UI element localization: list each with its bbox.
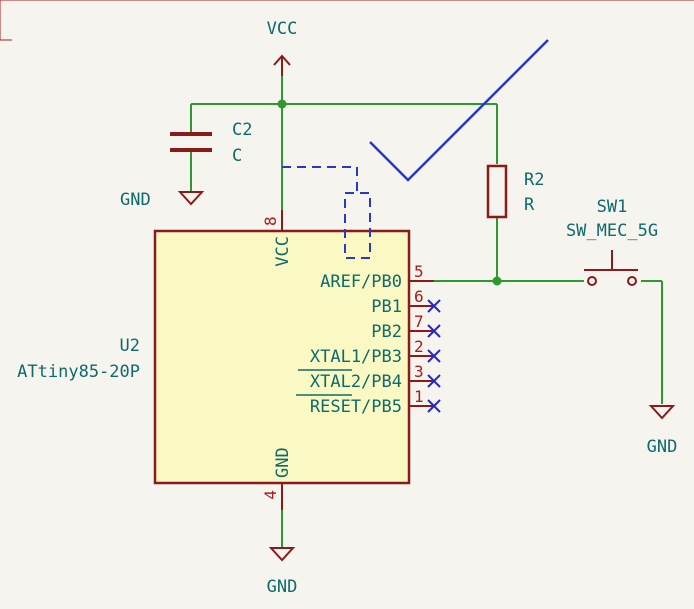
ic-pin-number: 1 bbox=[414, 387, 424, 406]
ic-vcc-pin-number: 8 bbox=[261, 216, 280, 226]
ic-pin-pb5[interactable]: RESET/PB5 1 bbox=[296, 387, 434, 417]
ic-pin-number: 7 bbox=[414, 312, 424, 331]
resistor-value: R bbox=[524, 195, 535, 215]
ic-value: ATtiny85-20P bbox=[17, 362, 140, 382]
switch-gnd-label: GND bbox=[647, 437, 678, 457]
gnd-symbol-ic[interactable]: GND bbox=[267, 547, 298, 597]
ic-pin-name: PB1 bbox=[371, 297, 402, 317]
capacitor-c2[interactable]: C2 C bbox=[170, 120, 252, 166]
ic-pin-pb2[interactable]: PB2 7 bbox=[371, 312, 434, 342]
ic-pin-pb1[interactable]: PB1 6 bbox=[371, 287, 434, 317]
ic-pin-pb4[interactable]: XTAL2/PB4 3 bbox=[298, 362, 434, 392]
switch-value: SW_MEC_5G bbox=[566, 221, 658, 241]
no-connect-pb2 bbox=[427, 324, 441, 338]
no-connect-pb3 bbox=[427, 349, 441, 363]
junction-vcc bbox=[277, 99, 287, 109]
wires bbox=[190, 76, 663, 548]
ic-pin-number: 3 bbox=[414, 362, 424, 381]
junction-pb0 bbox=[492, 276, 502, 286]
capacitor-ref: C2 bbox=[232, 120, 252, 140]
ic-pin-number: 2 bbox=[414, 337, 424, 356]
ic-pin-name: XTAL1/PB3 bbox=[310, 347, 402, 367]
ic-gnd-pin-name: GND bbox=[273, 447, 293, 478]
vcc-label: VCC bbox=[267, 19, 298, 39]
ic-pin-name: AREF/PB0 bbox=[320, 272, 402, 292]
ic-pin-pb3[interactable]: XTAL1/PB3 2 bbox=[310, 337, 434, 367]
no-connect-pb5 bbox=[427, 399, 441, 413]
gnd-symbol-switch[interactable]: GND bbox=[647, 405, 678, 457]
ic-pin-name: RESET/PB5 bbox=[310, 397, 402, 417]
ic-u2[interactable]: 8 VCC GND 4 U2 ATtiny85-20P AREF/PB0 5 P… bbox=[17, 210, 434, 510]
capacitor-gnd-label: GND bbox=[120, 190, 151, 210]
ic-pin-number: 5 bbox=[414, 262, 424, 281]
checkmark-annotation bbox=[369, 39, 549, 182]
ic-pin-name: PB2 bbox=[371, 322, 402, 342]
ic-gnd-pin-number: 4 bbox=[261, 490, 280, 500]
no-connect-pb4 bbox=[427, 374, 441, 388]
dashed-annotation bbox=[282, 166, 371, 259]
capacitor-value: C bbox=[232, 146, 242, 166]
resistor-ref: R2 bbox=[524, 170, 544, 190]
switch-ref: SW1 bbox=[597, 197, 628, 217]
ic-vcc-pin-name: VCC bbox=[273, 236, 293, 267]
sheet-frame bbox=[0, 0, 694, 41]
ic-pin-pb0[interactable]: AREF/PB0 5 bbox=[320, 262, 434, 292]
no-connect-pb1 bbox=[427, 299, 441, 313]
switch-sw1[interactable]: SW1 SW_MEC_5G bbox=[566, 197, 658, 286]
ic-gnd-label: GND bbox=[267, 577, 298, 597]
ic-pin-number: 6 bbox=[414, 287, 424, 306]
ic-pin-name: XTAL2/PB4 bbox=[310, 372, 402, 392]
gnd-symbol-capacitor[interactable]: GND bbox=[120, 190, 205, 210]
resistor-r2[interactable]: R2 R bbox=[486, 164, 544, 219]
no-connect-markers bbox=[427, 299, 441, 413]
ic-ref: U2 bbox=[120, 336, 140, 356]
vcc-power-symbol[interactable]: VCC bbox=[267, 19, 298, 76]
